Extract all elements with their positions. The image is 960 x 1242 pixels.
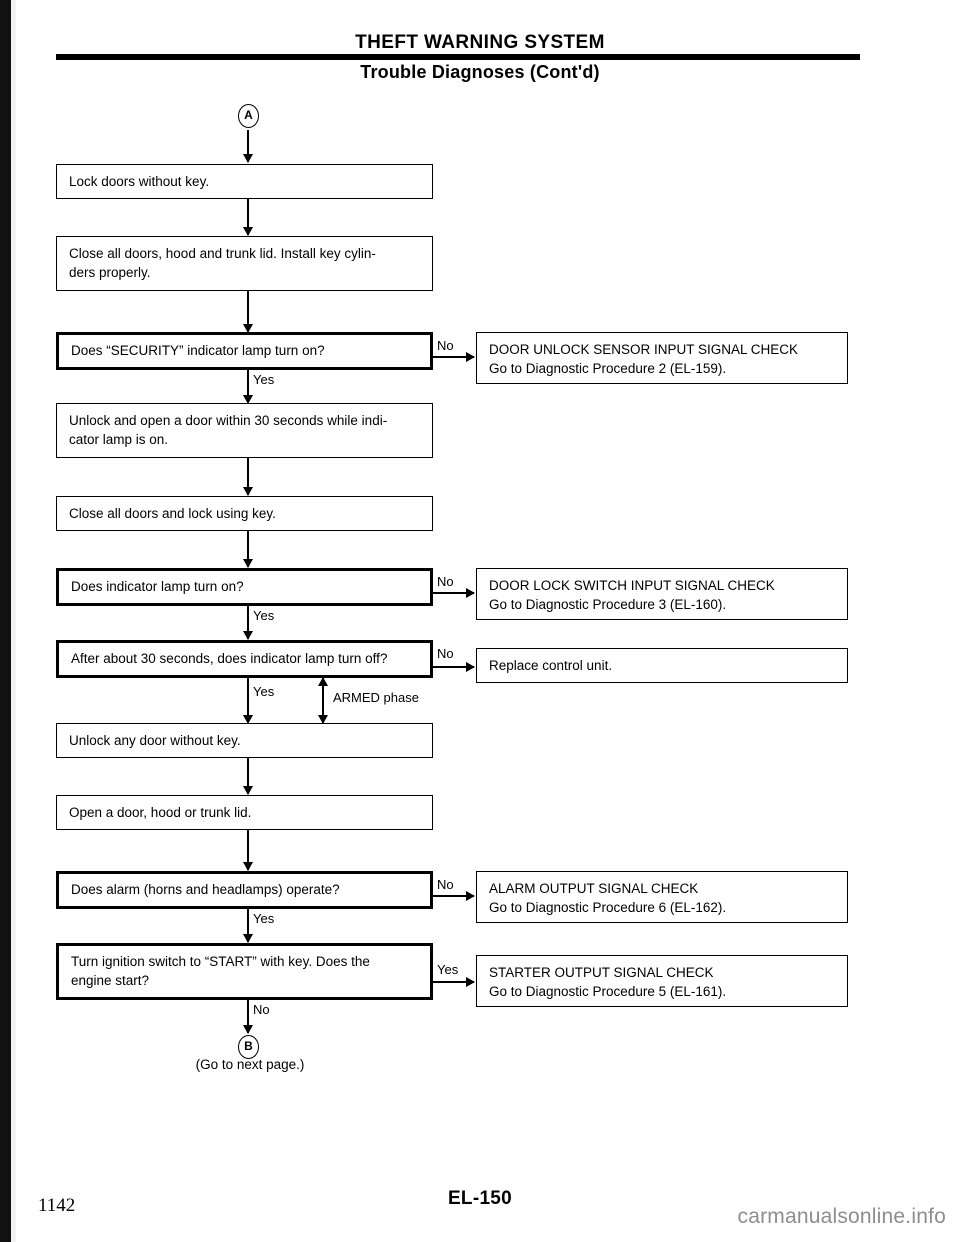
decision-does-security-lamp-turn-on: Does “SECURITY” indicator lamp turn on? xyxy=(56,332,433,370)
arrow-step6-to-decision4 xyxy=(243,830,253,871)
branch-label-yes-3: Yes xyxy=(253,684,275,699)
step-close-all-doors-lock-key: Close all doors and lock using key. xyxy=(56,496,433,531)
arrow-decision3-yes xyxy=(243,678,253,724)
arrow-step3-to-step4 xyxy=(243,458,253,496)
branch-replace-control-unit: Replace control unit. xyxy=(476,648,848,683)
connector-a: A xyxy=(238,104,259,128)
decision-turn-ignition-start: Turn ignition switch to “START” with key… xyxy=(56,943,433,1000)
scan-edge-artifact-light xyxy=(11,0,16,1242)
armed-phase-arrow xyxy=(318,677,328,724)
armed-phase-label: ARMED phase xyxy=(333,690,419,705)
step-open-door-hood-trunk: Open a door, hood or trunk lid. xyxy=(56,795,433,830)
arrow-decision5-no xyxy=(243,1000,253,1034)
branch-label-no-4: No xyxy=(437,877,454,892)
site-watermark: carmanualsonline.info xyxy=(737,1205,946,1228)
branch-label-yes-4: Yes xyxy=(253,911,275,926)
arrow-decision4-yes xyxy=(243,909,253,943)
branch-starter-output-check: STARTER OUTPUT SIGNAL CHECK Go to Diagno… xyxy=(476,955,848,1007)
scan-edge-artifact xyxy=(0,0,11,1242)
decision-after-30s-lamp-off: After about 30 seconds, does indicator l… xyxy=(56,640,433,678)
arrow-decision2-yes xyxy=(243,606,253,640)
page-number: 1142 xyxy=(38,1195,76,1216)
branch-label-yes-5: Yes xyxy=(437,962,459,977)
arrow-decision3-no xyxy=(433,662,475,672)
branch-label-no-3: No xyxy=(437,646,454,661)
arrow-step4-to-decision2 xyxy=(243,531,253,568)
branch-label-no-1: No xyxy=(437,338,454,353)
arrow-step2-to-decision1 xyxy=(243,291,253,333)
page-subtitle: Trouble Diagnoses (Cont'd) xyxy=(360,62,600,82)
go-to-next-page-note: (Go to next page.) xyxy=(195,1057,305,1072)
arrow-decision1-yes xyxy=(243,370,253,404)
branch-label-no-2: No xyxy=(437,574,454,589)
branch-label-yes-1: Yes xyxy=(253,372,275,387)
branch-label-no-5: No xyxy=(253,1002,270,1017)
branch-door-lock-switch-check: DOOR LOCK SWITCH INPUT SIGNAL CHECK Go t… xyxy=(476,568,848,620)
section-code: EL-150 xyxy=(447,1188,513,1209)
step-unlock-any-door-without-key: Unlock any door without key. xyxy=(56,723,433,758)
branch-alarm-output-check: ALARM OUTPUT SIGNAL CHECK Go to Diagnost… xyxy=(476,871,848,923)
branch-door-unlock-sensor-check: DOOR UNLOCK SENSOR INPUT SIGNAL CHECK Go… xyxy=(476,332,848,384)
arrow-decision1-no xyxy=(433,352,475,362)
step-lock-doors: Lock doors without key. xyxy=(56,164,433,199)
step-unlock-open-door-30s: Unlock and open a door within 30 seconds… xyxy=(56,403,433,458)
arrow-a-to-step1 xyxy=(243,130,253,163)
page-title: THEFT WARNING SYSTEM xyxy=(355,32,605,53)
step-close-all-doors-install-cylinders: Close all doors, hood and trunk lid. Ins… xyxy=(56,236,433,291)
connector-b: B xyxy=(238,1035,259,1059)
arrow-step5-to-step6 xyxy=(243,758,253,795)
arrow-decision2-no xyxy=(433,588,475,598)
header-divider xyxy=(56,54,860,60)
decision-does-indicator-lamp-turn-on: Does indicator lamp turn on? xyxy=(56,568,433,606)
branch-label-yes-2: Yes xyxy=(253,608,275,623)
arrow-decision4-no xyxy=(433,891,475,901)
arrow-step1-to-step2 xyxy=(243,199,253,236)
decision-does-alarm-operate: Does alarm (horns and headlamps) operate… xyxy=(56,871,433,909)
arrow-decision5-yes xyxy=(433,977,475,987)
